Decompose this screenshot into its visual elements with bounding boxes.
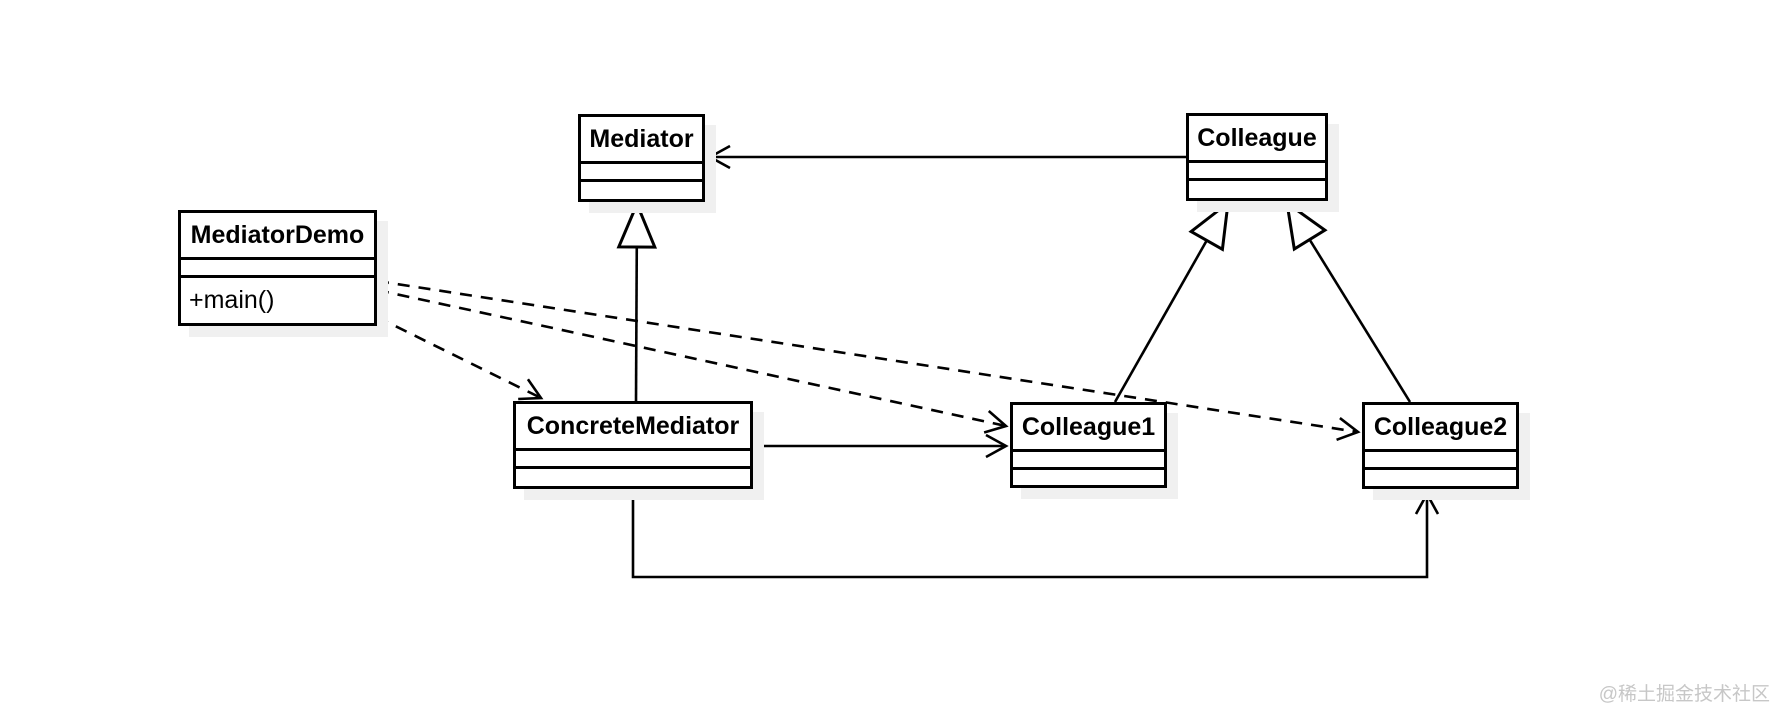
methods-compartment: [1013, 467, 1164, 485]
class-box-concretemediator: ConcreteMediator: [513, 401, 753, 489]
attributes-compartment: [1189, 160, 1325, 178]
edge-concretemediator-colleague2-association: [631, 489, 1440, 579]
attributes-compartment: [181, 257, 374, 275]
class-box-colleague1: Colleague1: [1010, 402, 1167, 488]
class-name: Mediator: [589, 124, 694, 153]
class-name: Colleague: [1197, 123, 1317, 152]
methods-compartment: [516, 466, 750, 486]
edge-mediatordemo-concretemediator-dependency: [376, 315, 544, 401]
class-name: Colleague2: [1373, 412, 1508, 441]
methods-compartment: +main(): [181, 275, 374, 323]
methods-compartment: [1189, 178, 1325, 198]
watermark-text: @稀土掘金技术社区: [1598, 684, 1770, 705]
methods-compartment: [1365, 467, 1516, 486]
attributes-compartment: [1013, 449, 1164, 467]
class-name: ConcreteMediator: [526, 411, 740, 440]
edge-concretemediator-mediator-generalization: [616, 200, 658, 402]
edge-colleague1-colleague-generalization: [1113, 199, 1230, 403]
class-box-mediator: Mediator: [578, 114, 705, 202]
class-name: MediatorDemo: [190, 220, 365, 249]
attributes-compartment: [516, 448, 750, 466]
edge-colleague2-colleague-generalization: [1284, 199, 1412, 403]
attributes-compartment: [581, 161, 702, 179]
class-box-colleague: Colleague: [1186, 113, 1328, 201]
methods-compartment: [581, 179, 702, 199]
class-box-colleague2: Colleague2: [1362, 402, 1519, 489]
attributes-compartment: [1365, 449, 1516, 467]
class-box-mediatordemo: MediatorDemo +main(): [178, 210, 377, 326]
class-name: Colleague1: [1021, 412, 1156, 441]
